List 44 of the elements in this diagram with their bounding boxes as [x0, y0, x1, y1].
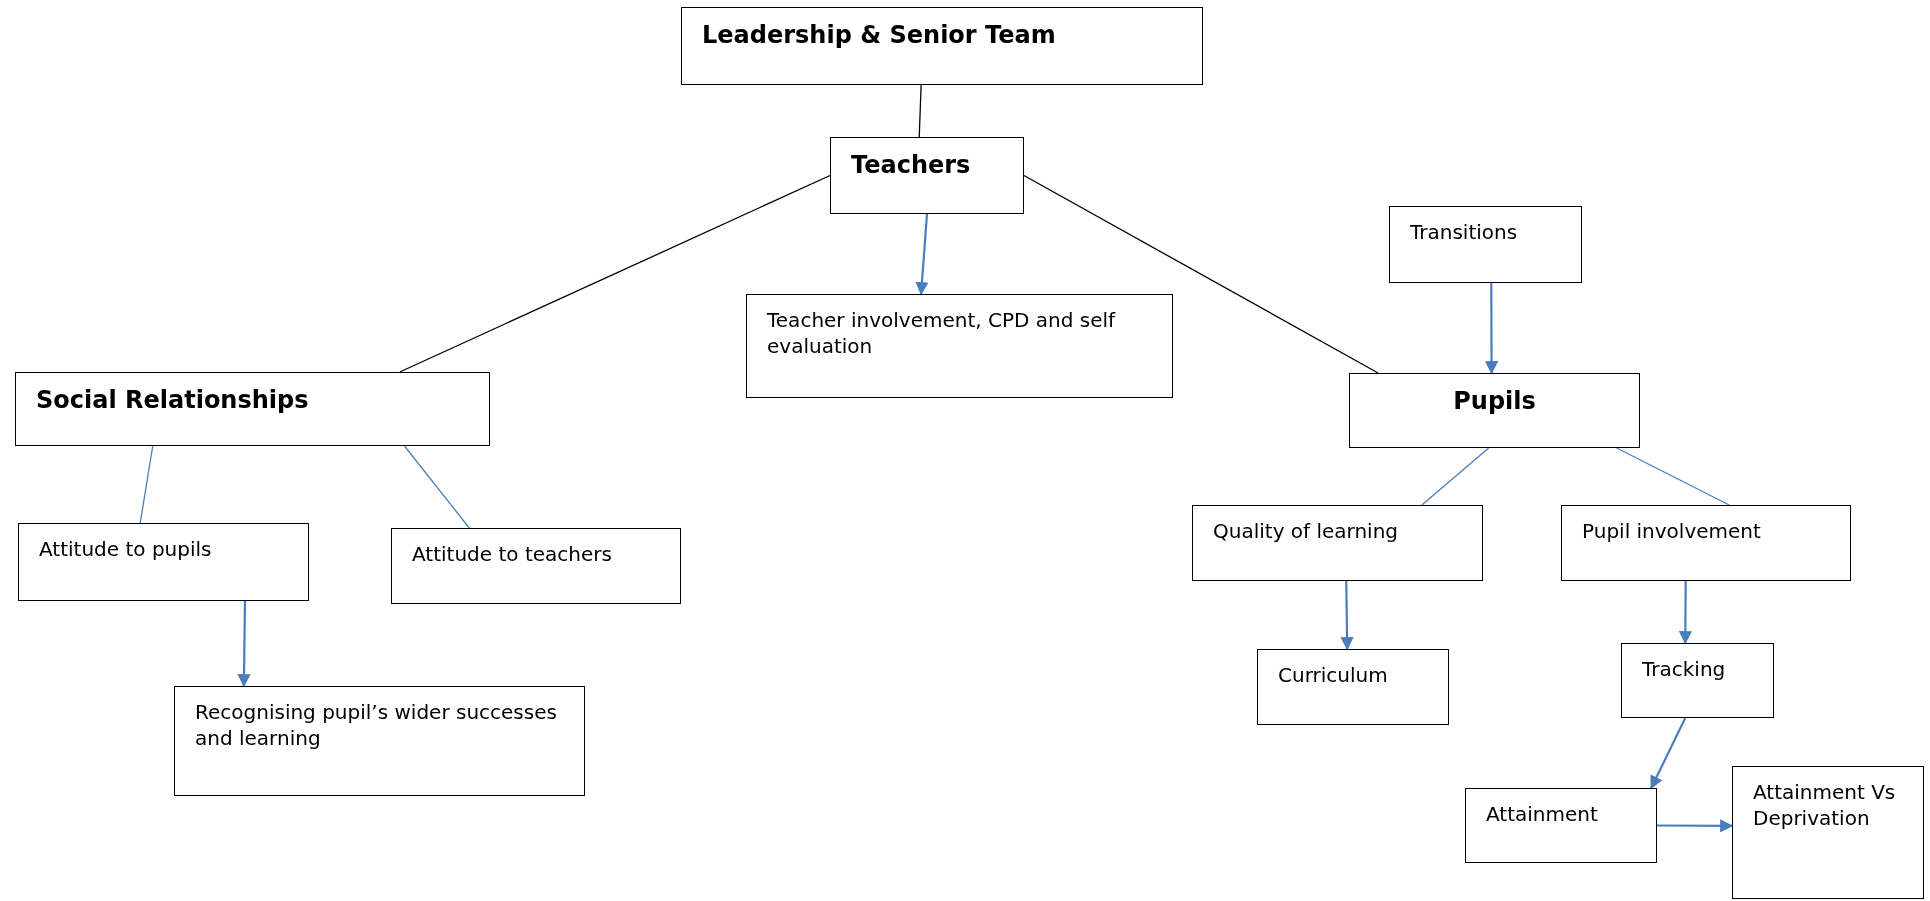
arrow	[1678, 581, 1692, 645]
arrow	[237, 601, 251, 688]
text-box	[1465, 788, 1657, 863]
node-label: Teacher involvement, CPD and self evaluation	[767, 307, 1117, 359]
node-label: Tracking	[1642, 656, 1727, 682]
arrow	[1340, 581, 1354, 651]
text-box	[15, 372, 490, 446]
text-box	[1192, 505, 1483, 581]
text-box	[681, 7, 1203, 85]
node-label: Attainment	[1486, 801, 1599, 827]
text-box	[830, 137, 1024, 214]
text-box	[1349, 373, 1640, 448]
text-box	[391, 528, 681, 604]
connector-line	[918, 84, 922, 138]
text-box	[746, 294, 1173, 398]
arrow	[915, 213, 929, 296]
connector-line	[139, 445, 154, 524]
text-box	[1732, 766, 1924, 899]
text-box	[174, 686, 585, 796]
connector-line	[1023, 174, 1379, 374]
node-label: Attitude to teachers	[412, 541, 613, 567]
node-label: Recognising pupil’s wider successes and learning	[195, 699, 558, 751]
node-label: Transitions	[1410, 219, 1519, 245]
node-label: Social Relationships	[36, 385, 310, 416]
arrow	[1657, 819, 1734, 833]
connector-line	[1616, 447, 1730, 506]
connector-line	[399, 174, 831, 373]
node-label: Teachers	[851, 150, 972, 181]
arrow	[1484, 283, 1499, 375]
node-label: Attitude to pupils	[39, 536, 213, 562]
connector-line	[1421, 447, 1490, 506]
arrow	[1650, 717, 1687, 790]
text-box	[1257, 649, 1449, 725]
node-label: Pupils	[1452, 386, 1537, 417]
node-label: Curriculum	[1278, 662, 1389, 688]
text-box	[18, 523, 309, 601]
connector-line	[403, 445, 470, 529]
node-label: Pupil involvement	[1582, 518, 1762, 544]
text-box	[1561, 505, 1851, 581]
text-box	[1621, 643, 1774, 718]
node-label: Leadership & Senior Team	[702, 20, 1057, 51]
text-box	[1389, 206, 1582, 283]
node-label: Quality of learning	[1213, 518, 1400, 544]
node-label: Attainment Vs Deprivation	[1753, 779, 1897, 831]
